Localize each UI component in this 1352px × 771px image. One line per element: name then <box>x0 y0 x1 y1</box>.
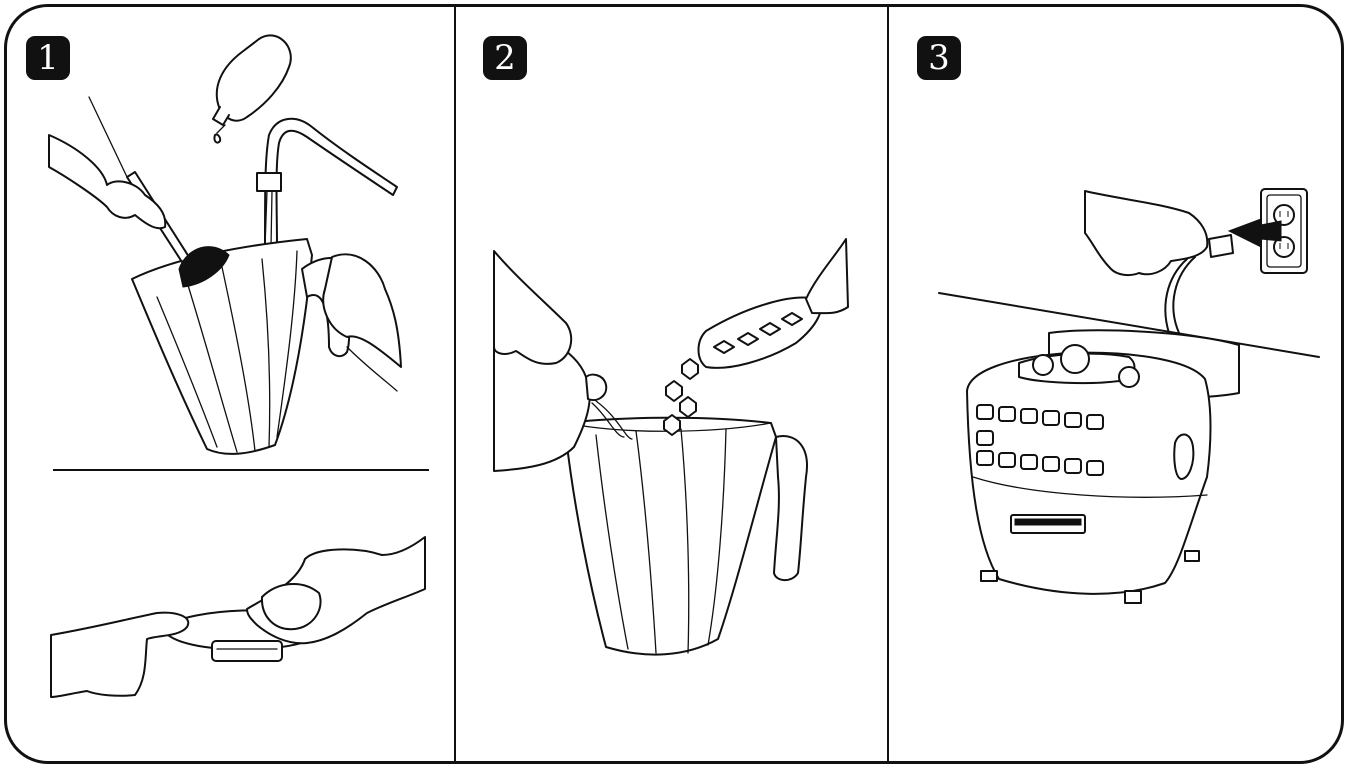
blender-jar-icon <box>566 418 807 655</box>
jar-handle <box>774 436 807 580</box>
faucet-icon <box>265 119 397 247</box>
ice-scoop-icon <box>699 298 821 368</box>
step-3-panel: 3 <box>889 7 1344 761</box>
instruction-frame: 1 <box>4 4 1344 764</box>
wash-jar-illustration <box>7 7 456 764</box>
jar-base-knob <box>212 641 282 661</box>
right-hand-icon <box>806 239 848 313</box>
foot-icon <box>1185 551 1199 561</box>
cloth-icon <box>262 584 321 629</box>
step-2-panel: 2 <box>456 7 889 761</box>
foot-icon <box>1125 591 1141 603</box>
plug-icon <box>1209 235 1233 257</box>
faucet-nozzle-ring <box>257 173 281 191</box>
blender-jar-icon <box>132 239 349 454</box>
add-ingredients-illustration <box>456 7 889 764</box>
left-hand-icon <box>51 613 188 697</box>
step-divider-line <box>53 469 429 471</box>
step-1-panel: 1 <box>7 7 456 761</box>
left-hand-icon <box>494 251 571 364</box>
coupling-icon <box>1061 345 1089 373</box>
clean-lid-illustration <box>51 537 425 697</box>
plug-in-illustration <box>889 7 1344 764</box>
blender-base-icon <box>967 330 1239 603</box>
foot-icon <box>981 571 997 581</box>
left-hand-icon <box>49 135 165 228</box>
